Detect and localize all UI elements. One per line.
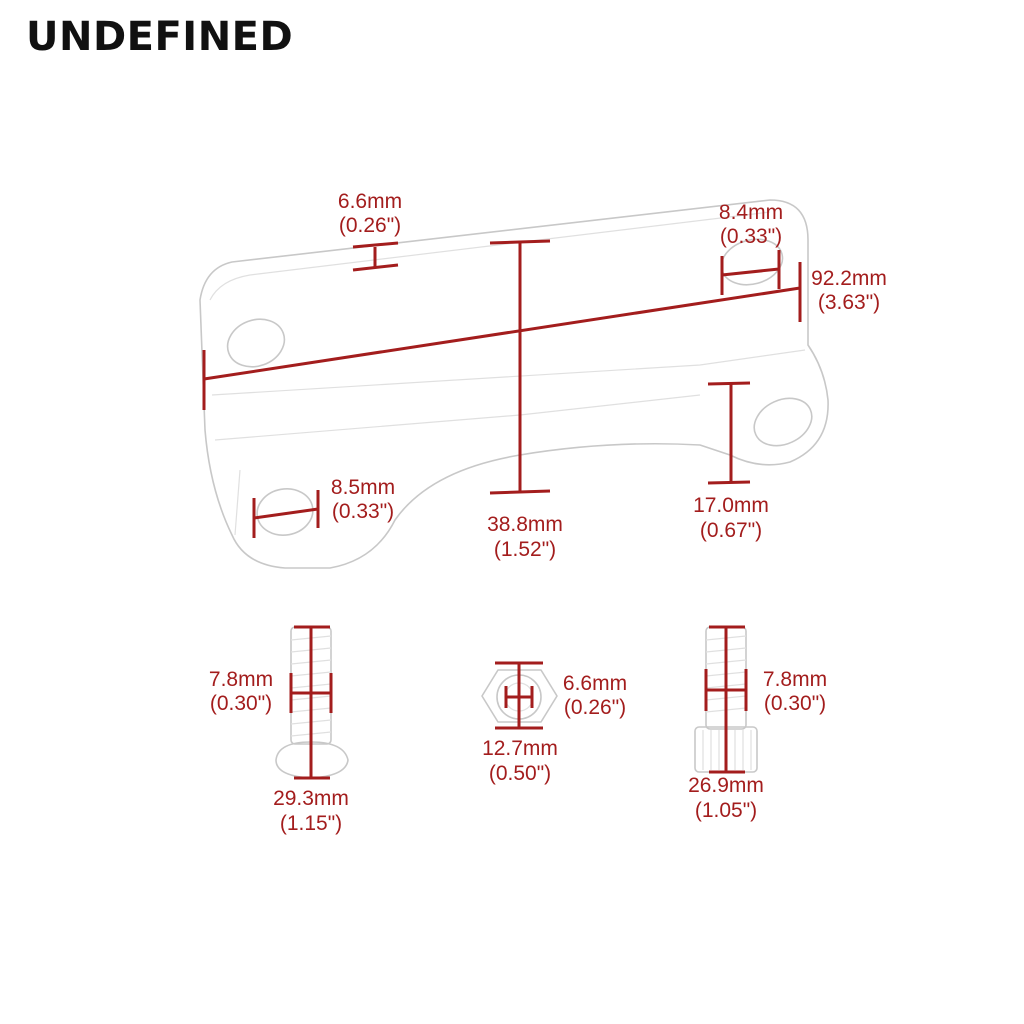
dim-line-riser-height — [489, 239, 551, 495]
button-head-bolt — [275, 625, 349, 780]
label-nut-height-inch: (0.26") — [564, 696, 626, 719]
label-riser-hole-left-inch: (0.26") — [339, 214, 401, 237]
hex-nut — [481, 661, 558, 730]
label-button-bolt-length-inch: (1.15") — [280, 812, 342, 835]
dim-line-riser-length — [202, 262, 802, 410]
riser-block — [199, 199, 829, 569]
dim-line-riser-bottom-hole — [252, 490, 320, 538]
label-riser-hole-left-mm: 6.6mm — [338, 190, 402, 213]
label-nut-width-inch: (0.50") — [489, 762, 551, 785]
label-socket-bolt-length-mm: 26.9mm — [688, 774, 764, 797]
label-button-bolt-diameter-inch: (0.30") — [210, 692, 272, 715]
label-riser-bottom-hole-inch: (0.33") — [332, 500, 394, 523]
label-riser-hole-right-inch: (0.33") — [720, 225, 782, 248]
label-button-bolt-diameter-mm: 7.8mm — [209, 668, 273, 691]
label-nut-width-mm: 12.7mm — [482, 737, 558, 760]
dim-line-riser-thickness — [707, 381, 751, 485]
label-riser-thickness-mm: 17.0mm — [693, 494, 769, 517]
socket-head-bolt — [694, 625, 758, 774]
brand-logo: UNDEFINED — [26, 14, 294, 60]
label-socket-bolt-length-inch: (1.05") — [695, 799, 757, 822]
label-button-bolt-length-mm: 29.3mm — [273, 787, 349, 810]
label-riser-height-mm: 38.8mm — [487, 513, 563, 536]
label-riser-length-inch: (3.63") — [818, 291, 880, 314]
label-riser-thickness-inch: (0.67") — [700, 519, 762, 542]
label-riser-height-inch: (1.52") — [494, 538, 556, 561]
dim-line-riser-hole-right — [720, 250, 781, 295]
dim-line-riser-hole-left — [352, 241, 399, 272]
label-nut-height-mm: 6.6mm — [563, 672, 627, 695]
label-riser-hole-right-mm: 8.4mm — [719, 201, 783, 224]
label-socket-bolt-diameter-mm: 7.8mm — [763, 668, 827, 691]
label-socket-bolt-diameter-inch: (0.30") — [764, 692, 826, 715]
label-riser-bottom-hole-mm: 8.5mm — [331, 476, 395, 499]
label-riser-length-mm: 92.2mm — [811, 267, 887, 290]
